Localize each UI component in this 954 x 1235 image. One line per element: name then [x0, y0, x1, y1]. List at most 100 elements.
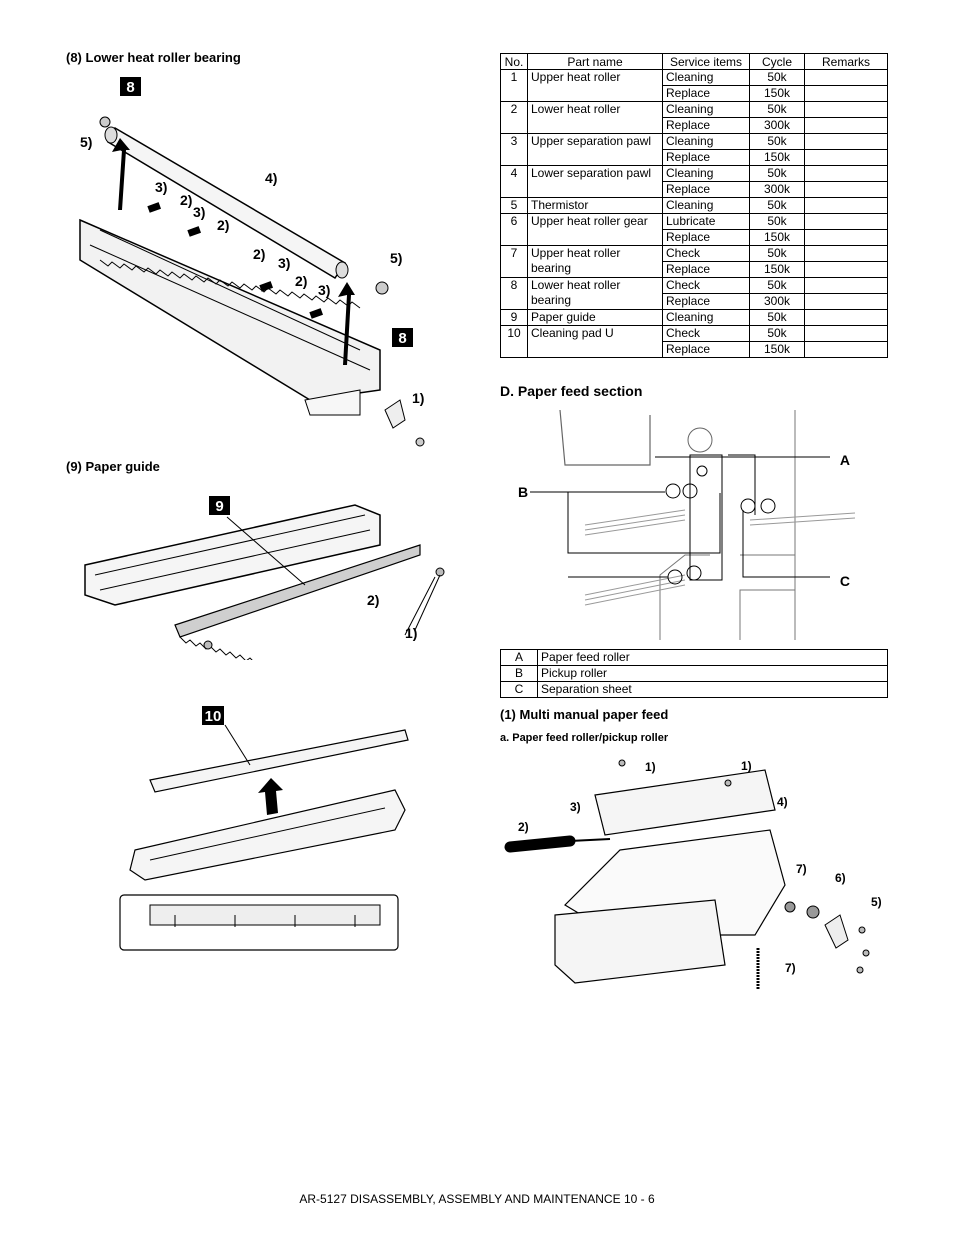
cell-service: Replace [662, 85, 750, 102]
cell-cycle: 300k [749, 181, 805, 198]
cell-cycle: 150k [749, 229, 805, 246]
callout: 2) [217, 217, 229, 233]
cell-remarks [804, 293, 888, 310]
col-no: No. [500, 53, 528, 70]
legend-key: C [500, 681, 538, 698]
legend-key: B [500, 665, 538, 682]
cell-remarks [804, 197, 888, 214]
callout: 3) [193, 204, 205, 220]
cell-remarks [804, 277, 888, 294]
cell-part-name: Upper heat roller gear [527, 213, 663, 246]
cell-cycle: 50k [749, 101, 805, 118]
cell-cycle: 50k [749, 165, 805, 182]
label-b: B [518, 484, 528, 500]
section-d-heading: D. Paper feed section [500, 383, 643, 399]
feed-roller-heading: a. Paper feed roller/pickup roller [500, 732, 669, 744]
col-remarks: Remarks [804, 53, 888, 70]
cell-remarks [804, 165, 888, 182]
cell-remarks [804, 245, 888, 262]
page-footer: AR-5127 DISASSEMBLY, ASSEMBLY AND MAINTE… [299, 1192, 655, 1206]
cell-service: Cleaning [662, 309, 750, 326]
paper-guide-figure: 9 2) 1) [84, 496, 445, 660]
cell-no: 5 [500, 197, 528, 214]
cell-cycle: 50k [749, 245, 805, 262]
legend-value: Pickup roller [537, 665, 888, 682]
callout: 2) [253, 246, 265, 262]
callout: 1) [741, 759, 752, 773]
cleaning-pad-figure: 10 [119, 706, 409, 951]
label-c: C [840, 573, 850, 589]
part-name-line: Lower heat roller [531, 278, 621, 292]
cell-remarks [804, 101, 888, 118]
cell-service: Replace [662, 293, 750, 310]
callout: 3) [155, 179, 167, 195]
callout: 7) [796, 862, 807, 876]
col-service-items: Service items [662, 53, 750, 70]
cell-cycle: 50k [749, 197, 805, 214]
cell-remarks [804, 149, 888, 166]
cell-service: Replace [662, 117, 750, 134]
cell-no: 2 [500, 101, 528, 134]
legend-value: Separation sheet [537, 681, 888, 698]
cell-service: Cleaning [662, 69, 750, 86]
cell-part-name: Cleaning pad U [527, 325, 663, 358]
cell-cycle: 300k [749, 293, 805, 310]
cell-no: 8 [500, 277, 528, 310]
paper-feed-diagram: A B C [518, 409, 856, 640]
cell-remarks [804, 325, 888, 342]
callout: 3) [570, 800, 581, 814]
callout: 7) [785, 961, 796, 975]
callout: 6) [835, 871, 846, 885]
cell-cycle: 50k [749, 277, 805, 294]
legend-key: A [500, 649, 538, 666]
cell-remarks [804, 85, 888, 102]
section-8-heading: (8) Lower heat roller bearing [66, 50, 241, 65]
callout: 2) [518, 820, 529, 834]
cell-remarks [804, 117, 888, 134]
part-name-line: bearing [531, 261, 572, 275]
cell-service: Replace [662, 341, 750, 358]
cell-service: Lubricate [662, 213, 750, 230]
cell-service: Check [662, 277, 750, 294]
cell-part-name: Lower separation pawl [527, 165, 663, 198]
cell-remarks [804, 133, 888, 150]
cell-cycle: 150k [749, 341, 805, 358]
cell-no: 7 [500, 245, 528, 278]
cell-remarks [804, 261, 888, 278]
badge-9: 9 [215, 498, 223, 515]
cell-no: 10 [500, 325, 528, 358]
callout: 3) [278, 255, 290, 271]
callout: 2) [295, 273, 307, 289]
cell-remarks [804, 341, 888, 358]
callout: 5) [871, 895, 882, 909]
callout: 2) [180, 192, 192, 208]
callout: 4) [777, 795, 788, 809]
cell-remarks [804, 309, 888, 326]
callout: 1) [645, 760, 656, 774]
cell-cycle: 50k [749, 133, 805, 150]
cell-part-name: Lower heat roller [527, 101, 663, 134]
col-cycle: Cycle [749, 53, 805, 70]
cell-service: Check [662, 325, 750, 342]
cell-no: 6 [500, 213, 528, 246]
cell-remarks [804, 181, 888, 198]
cell-part-name: Upper heat roller [527, 69, 663, 102]
cell-cycle: 150k [749, 261, 805, 278]
cell-service: Replace [662, 229, 750, 246]
cell-service: Cleaning [662, 101, 750, 118]
